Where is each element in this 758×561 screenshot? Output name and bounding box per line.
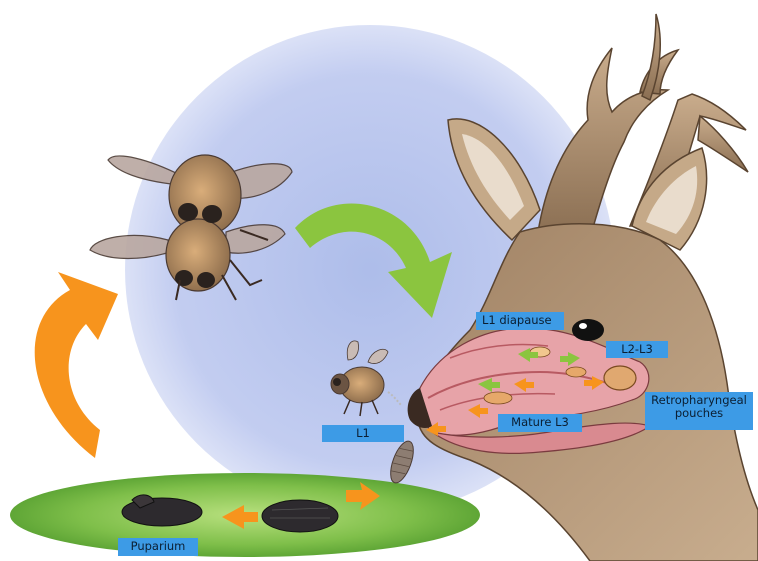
orange-cycle-arrow	[35, 272, 118, 458]
retropharyngeal-pouches	[604, 366, 636, 390]
label-l1: L1	[322, 425, 404, 442]
label-l2-l3: L2-L3	[606, 341, 668, 358]
label-retropharyngeal-pouches: Retropharyngeal pouches	[645, 392, 753, 430]
pupa-larva	[262, 500, 338, 532]
label-mature-l3: Mature L3	[498, 414, 582, 432]
deer-eye	[572, 319, 604, 341]
larva-l2-l3	[566, 367, 586, 377]
larva-mature-l3	[484, 392, 512, 404]
label-l1-diapause: L1 diapause	[476, 312, 564, 330]
label-puparium: Puparium	[118, 538, 198, 556]
